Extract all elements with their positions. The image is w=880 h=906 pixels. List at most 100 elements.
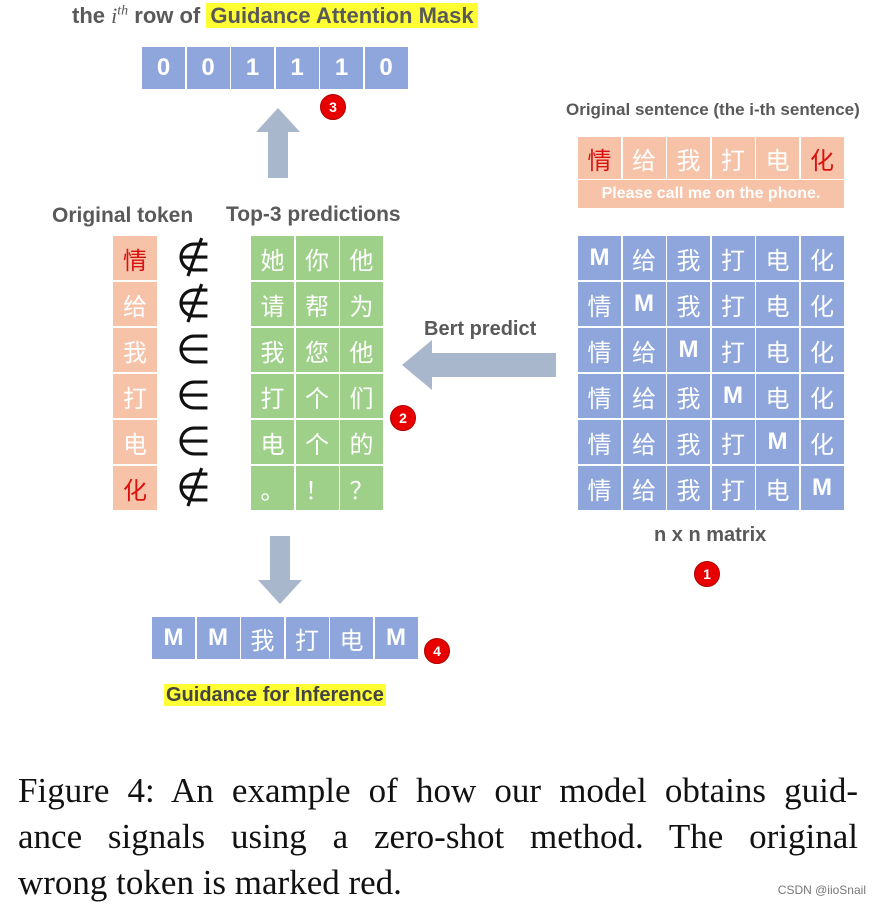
watermark: CSDN @iioSnail (777, 883, 866, 897)
matrix-cell: 情 (578, 466, 621, 510)
down-arrow-icon (258, 536, 302, 604)
matrix-cell: 情 (578, 282, 621, 326)
original-token-cell: 打 (113, 374, 157, 418)
matrix-cell: 打 (711, 420, 755, 464)
guidance-cell: M (152, 617, 195, 659)
guidance-cell: 我 (241, 617, 284, 659)
original-token-cell: 化 (113, 466, 157, 510)
bert-predict-label: Bert predict (424, 318, 537, 340)
prediction-cell: 您 (295, 328, 339, 372)
matrix-cell: 我 (667, 282, 710, 326)
matrix-cell: 给 (622, 328, 666, 372)
prediction-cell: 他 (340, 328, 383, 372)
matrix-cell: M (756, 420, 799, 464)
prediction-cell: 请 (251, 282, 294, 326)
matrix-cell: 给 (622, 466, 666, 510)
sentence-translation: Please call me on the phone. (578, 180, 844, 208)
matrix-cell: 我 (667, 466, 710, 510)
left-arrow-icon (402, 340, 556, 390)
title-highlight: Guidance Attention Mask (206, 3, 478, 28)
prediction-cell: 你 (295, 236, 339, 280)
badge-1: 1 (694, 561, 720, 587)
mask-cell: 0 (364, 47, 408, 89)
original-token-cell: 电 (113, 420, 157, 464)
mask-cell: 1 (320, 47, 363, 89)
matrix-cell: 打 (711, 328, 755, 372)
matrix-cell: 电 (756, 328, 799, 372)
matrix-cell: 电 (756, 282, 799, 326)
sentence-char: 化 (800, 137, 844, 179)
original-token-cell: 我 (113, 328, 157, 372)
prediction-cell: 我 (251, 328, 294, 372)
prediction-cell: 打 (251, 374, 294, 418)
matrix-cell: 化 (800, 420, 844, 464)
original-token-cell: 情 (113, 236, 157, 280)
matrix-cell: 打 (711, 282, 755, 326)
matrix-cell: 情 (578, 420, 621, 464)
matrix-cell: 给 (622, 236, 666, 280)
matrix-cell: 我 (667, 420, 710, 464)
matrix-cell: 电 (756, 236, 799, 280)
original-token-heading: Original token (52, 204, 194, 227)
prediction-cell: 的 (340, 420, 383, 464)
guidance-cell: M (196, 617, 240, 659)
sentence-heading: Original sentence (the i-th sentence) (566, 100, 860, 119)
not-element-of-icon: ∉ (176, 281, 211, 327)
mask-cell: 1 (231, 47, 274, 89)
guidance-cell: M (374, 617, 418, 659)
caption-line-1: Figure 4: An example of how our model ob… (18, 771, 858, 810)
up-arrow-icon (256, 108, 300, 178)
mask-cell: 0 (142, 47, 185, 89)
matrix-cell: 情 (578, 328, 621, 372)
figure-caption: Figure 4: An example of how our model ob… (18, 768, 858, 906)
not-element-of-icon: ∉ (176, 465, 211, 511)
matrix-cell: M (711, 374, 755, 418)
matrix-cell: 化 (800, 236, 844, 280)
matrix-cell: 打 (711, 236, 755, 280)
prediction-cell: 为 (340, 282, 383, 326)
matrix-cell: M (622, 282, 666, 326)
element-of-icon: ∈ (176, 373, 211, 419)
matrix-cell: 化 (800, 282, 844, 326)
title-prefix: the (72, 3, 105, 28)
matrix-label: n x n matrix (654, 524, 767, 546)
prediction-cell: 。 (251, 466, 294, 510)
prediction-cell: 个 (295, 420, 339, 464)
caption-line-3: wrong token is marked red. (18, 863, 402, 902)
guidance-label: Guidance for Inference (164, 684, 386, 707)
prediction-cell: ？ (340, 466, 383, 510)
matrix-cell: 电 (756, 466, 799, 510)
matrix-cell: 化 (800, 374, 844, 418)
guidance-cell: 打 (285, 617, 329, 659)
prediction-cell: 们 (340, 374, 383, 418)
original-token-cell: 给 (113, 282, 157, 326)
badge-4: 4 (424, 638, 450, 664)
matrix-cell: 我 (667, 236, 710, 280)
matrix-cell: M (667, 328, 710, 372)
title-sup: th (117, 3, 129, 19)
element-of-icon: ∈ (176, 327, 211, 373)
matrix-cell: 情 (578, 374, 621, 418)
element-of-icon: ∈ (176, 419, 211, 465)
caption-line-2: ance signals using a zero-shot method. T… (18, 817, 858, 856)
prediction-cell: 个 (295, 374, 339, 418)
matrix-cell: 化 (800, 328, 844, 372)
matrix-cell: 我 (667, 374, 710, 418)
prediction-cell: 帮 (295, 282, 339, 326)
predictions-heading: Top-3 predictions (226, 203, 401, 226)
sentence-char: 电 (756, 137, 799, 179)
title-i: i (111, 3, 118, 28)
guidance-label-text: Guidance for Inference (164, 684, 386, 706)
title-mid: row of (134, 3, 201, 28)
sentence-char: 打 (711, 137, 755, 179)
matrix-cell: 打 (711, 466, 755, 510)
mask-title: the ith row of Guidance Attention Mask (72, 3, 478, 29)
mask-cell: 0 (186, 47, 230, 89)
sentence-char: 我 (667, 137, 710, 179)
matrix-cell: M (578, 236, 621, 280)
prediction-cell: 她 (251, 236, 294, 280)
matrix-cell: 给 (622, 420, 666, 464)
prediction-cell: ！ (295, 466, 339, 510)
sentence-char: 给 (622, 137, 666, 179)
matrix-cell: M (800, 466, 844, 510)
